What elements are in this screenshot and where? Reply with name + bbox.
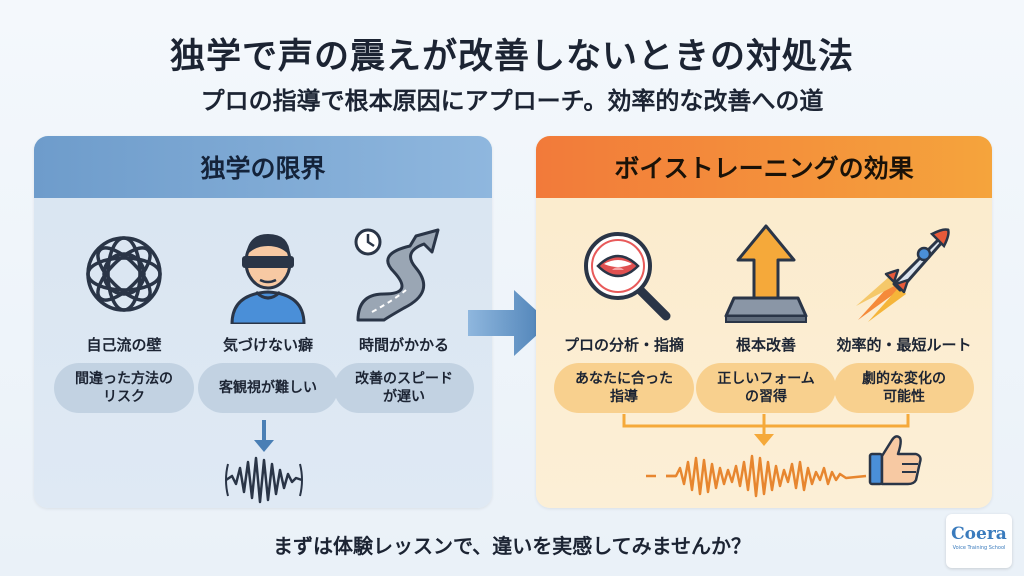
- efficient-route-label: 効率的・最短ルート: [836, 336, 972, 354]
- takes-time-label: 時間がかかる: [358, 336, 449, 354]
- root-improvement-desc: 正しいフォーム の習得: [696, 363, 836, 413]
- efficient-route-desc: 劇的な変化の 可能性: [834, 363, 974, 413]
- rocket-icon: [854, 224, 954, 324]
- thumbs-up-icon: [868, 435, 922, 486]
- own-style-wall-desc: 間違った方法の リスク: [54, 363, 194, 413]
- clock-winding-road-icon: [354, 224, 454, 324]
- pro-analysis-desc: あなたに合った 指導: [554, 363, 694, 413]
- self-study-limits-header: 独学の限界: [34, 136, 492, 198]
- unnoticed-habit-label: 気づけない癖: [222, 336, 313, 354]
- logo-name: Coera: [951, 524, 1007, 544]
- self-study-limits-panel: 独学の限界 自己流の壁 間違った方法の リスク: [34, 136, 492, 508]
- shaky-voice-wave-icon: [225, 420, 303, 504]
- blindfolded-person-icon: [218, 224, 318, 326]
- up-arrow-base-icon: [716, 224, 816, 324]
- voice-training-effects-panel: ボイストレーニングの効果 プロの分析・指摘 あなたに合った 指導 根本改善: [536, 136, 992, 508]
- footer-cta: まずは体験レッスンで、違いを実感してみませんか？: [273, 534, 751, 558]
- transition-arrow-icon: [468, 290, 550, 356]
- magnifier-mouth-icon: [574, 224, 674, 324]
- tangled-knot-icon: [74, 224, 174, 324]
- steady-voice-wave-icon: [622, 414, 910, 498]
- coera-logo: Coera Voice Training School: [946, 514, 1012, 568]
- own-style-wall-label: 自己流の壁: [86, 336, 162, 354]
- takes-time-desc: 改善のスピード が遅い: [334, 363, 474, 413]
- logo-sub: Voice Training School: [952, 545, 1006, 551]
- pro-analysis-label: プロの分析・指摘: [563, 336, 684, 354]
- page-title: 独学で声の震えが改善しないときの対処法: [169, 37, 854, 77]
- root-improvement-label: 根本改善: [735, 336, 796, 354]
- voice-training-effects-header: ボイストレーニングの効果: [536, 136, 992, 198]
- page-subtitle: プロの指導で根本原因にアプローチ。効率的な改善への道: [200, 87, 824, 115]
- unnoticed-habit-desc: 客観視が難しい: [198, 363, 338, 413]
